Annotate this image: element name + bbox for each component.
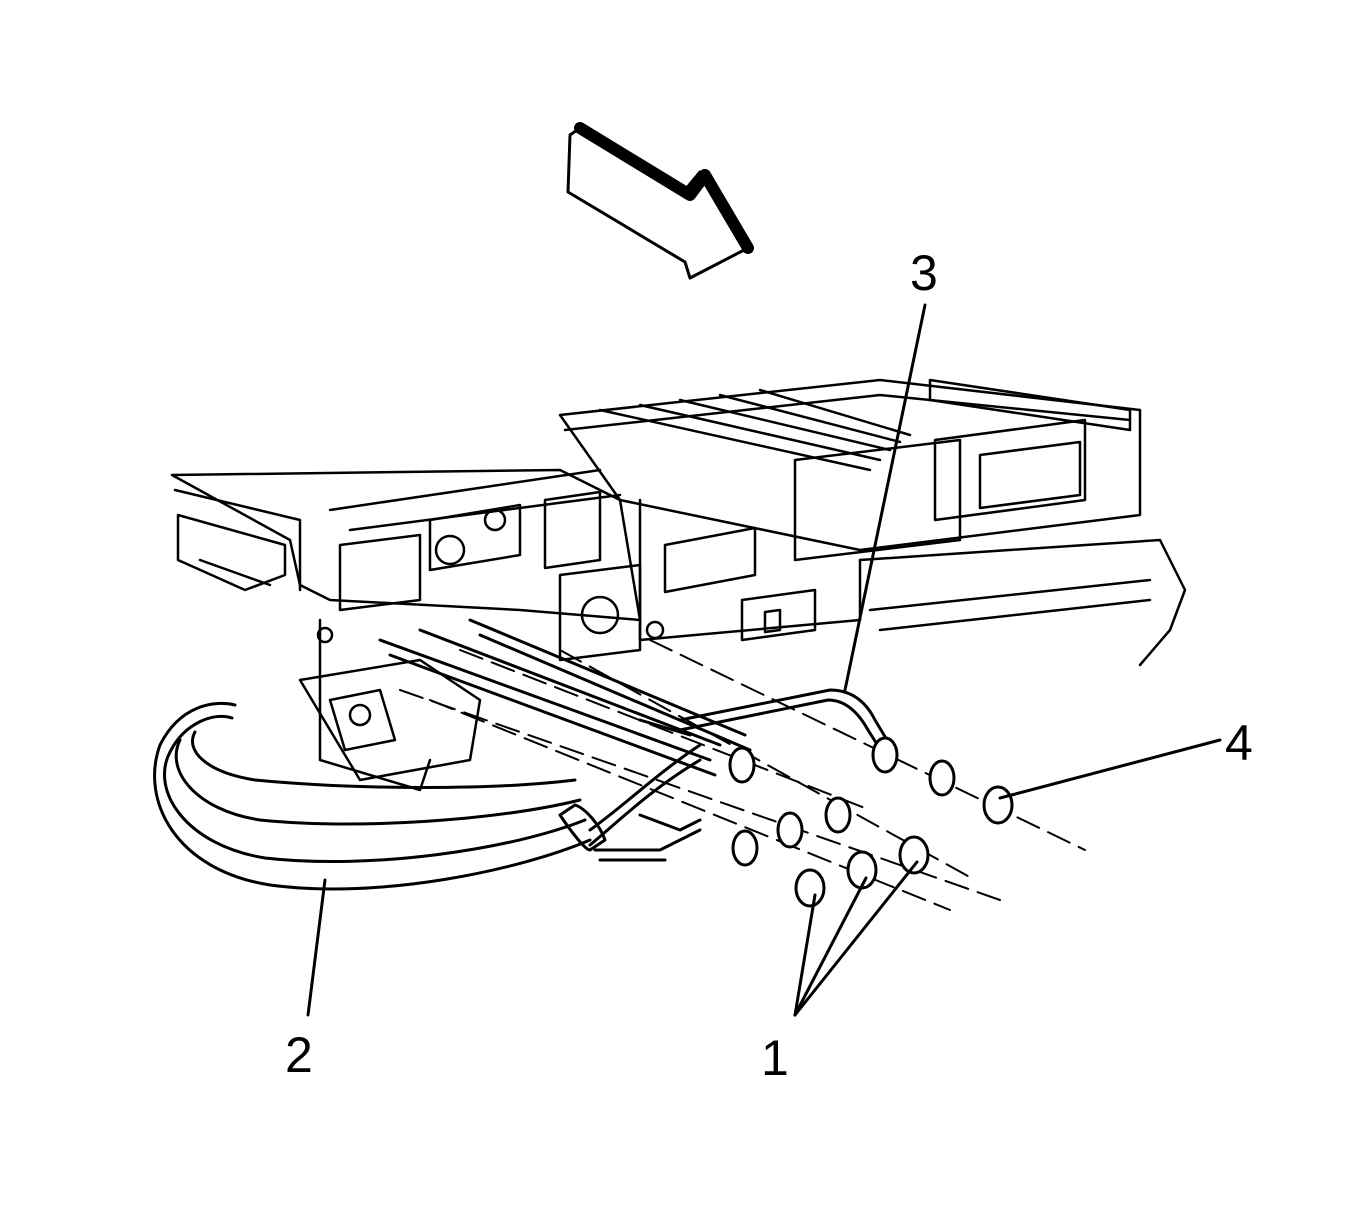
callout-4: 4: [1225, 715, 1253, 771]
seal-rings: [728, 736, 1014, 908]
direction-arrow-icon: [566, 122, 754, 280]
callout-2: 2: [285, 1027, 313, 1083]
callout-3: 3: [910, 245, 938, 301]
alignment-lines: [399, 639, 1086, 911]
hose-assembly: [153, 701, 702, 891]
leader-lines: [306, 303, 1222, 1017]
battery-tray: [170, 468, 665, 792]
battery-housing: [558, 378, 1187, 667]
callout-1: 1: [761, 1030, 789, 1086]
cooling-lines: [378, 618, 892, 777]
